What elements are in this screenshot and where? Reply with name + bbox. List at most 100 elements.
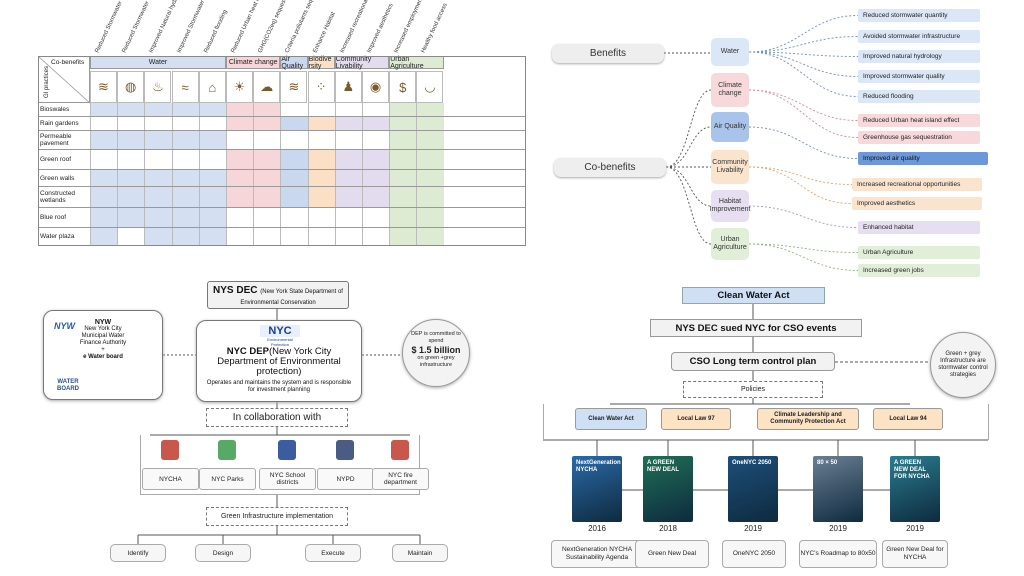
- matrix-cell: [307, 103, 335, 116]
- category-node: Urban Agriculture: [711, 228, 749, 260]
- matrix-cell: [416, 131, 444, 149]
- matrix-cell: [198, 103, 226, 116]
- matrix-cell: [117, 208, 145, 227]
- tree-connectors: [664, 15, 859, 271]
- matrix-cell: [253, 208, 280, 227]
- matrix-cell: [307, 170, 335, 186]
- matrix-cell: [416, 117, 444, 130]
- matrix-cell: [117, 103, 145, 116]
- benefits-label: Benefits: [552, 44, 664, 63]
- matrix-cell: [253, 187, 281, 207]
- matrix-cell: [226, 187, 254, 207]
- matrix-cell: [334, 228, 362, 245]
- gi-impl-box: Green Infrastructure implementation: [206, 507, 348, 526]
- group-header: Urban Agriculture: [389, 56, 444, 70]
- category-node: Community Livability: [711, 150, 749, 184]
- column-icon: ≋: [280, 71, 308, 103]
- matrix-cell: [117, 170, 145, 186]
- matrix-cell: [416, 103, 444, 116]
- matrix-cell: [334, 170, 362, 186]
- matrix-cell: [144, 170, 172, 186]
- water-board-logo: WATER BOARD: [57, 379, 79, 392]
- agency-box: NYC School districts: [259, 468, 316, 490]
- cwa-top-box: Clean Water Act: [682, 287, 825, 304]
- dep-connectors: [137, 309, 421, 544]
- matrix-cell: [90, 103, 118, 116]
- item-connector: [748, 89, 859, 138]
- document-year: 2019: [744, 524, 762, 533]
- matrix-cell: [171, 187, 199, 207]
- matrix-cell: [171, 150, 199, 169]
- matrix-cell: [253, 117, 281, 130]
- matrix-cell: [362, 131, 389, 149]
- row-label: Bioswales: [40, 106, 70, 113]
- matrix-cell: [362, 187, 390, 207]
- matrix-cell: [90, 170, 118, 186]
- matrix-cell: [362, 208, 389, 227]
- document-label: NextGeneration NYCHA Sustainability Agen…: [551, 540, 643, 568]
- category-node: Climate change: [711, 73, 749, 107]
- row-label: Green roof: [40, 156, 72, 163]
- matrix-cell: [90, 187, 118, 207]
- column-header: Reduced Urban heat island effect: [230, 0, 274, 54]
- agency-logo-icon: [391, 440, 409, 460]
- matrix-cell: [362, 117, 390, 130]
- category-connector: [665, 166, 712, 245]
- cover-title: A GREEN NEW DEAL FOR NYCHA: [894, 460, 930, 480]
- matrix-cell: [280, 131, 307, 149]
- matrix-cell: [226, 150, 254, 169]
- row-label: Permeable pavement: [40, 133, 72, 147]
- matrix-cell: [416, 187, 444, 207]
- matrix-cell: [362, 228, 389, 245]
- item-connector: [748, 166, 853, 185]
- group-header: Community Livability: [334, 56, 390, 70]
- row-label: Green walls: [40, 174, 75, 182]
- side-note-circle: Green + grey Infrastructure are stormwat…: [930, 332, 996, 398]
- matrix-row: Blue roof: [38, 208, 526, 228]
- cover-title: NextGeneration NYCHA: [576, 460, 621, 473]
- matrix-cell: [171, 131, 199, 149]
- dep-box: NYC Environmental Protection NYC DEP(New…: [196, 320, 362, 402]
- matrix-cell: [389, 208, 417, 227]
- matrix-cell: [307, 150, 335, 169]
- matrix-cell: [416, 170, 444, 186]
- matrix-cell: [90, 208, 118, 227]
- item-connector: [748, 126, 859, 159]
- matrix-cell: [198, 131, 226, 149]
- matrix-cell: [117, 150, 144, 169]
- column-icon: ≋: [90, 71, 117, 103]
- category-node: Air Quality: [711, 112, 749, 142]
- matrix-cell: [171, 228, 199, 245]
- nyc-logo-sub: Environmental Protection: [267, 337, 293, 347]
- matrix-cell: [226, 117, 254, 130]
- commit-amount: $ 1.5 billion: [411, 345, 461, 355]
- benefit-item: Urban Agriculture: [858, 246, 980, 259]
- collab-label: In collaboration with: [232, 412, 322, 423]
- matrix-row: Water plaza: [38, 228, 526, 246]
- matrix-cell: [117, 131, 145, 149]
- benefit-item: Reduced Urban heat island effect: [858, 114, 980, 127]
- benefit-item: Improved air quality: [858, 152, 988, 165]
- agencies-frame: [140, 435, 420, 495]
- column-icon: $: [389, 71, 417, 103]
- row-label: Blue roof: [40, 214, 67, 221]
- agency-logo-icon: [218, 440, 236, 460]
- document-label: OneNYC 2050: [722, 540, 786, 568]
- commit-bottom: on green +grey infrastructure: [417, 355, 455, 368]
- benefit-item: Greenhouse gas sequestration: [858, 131, 980, 144]
- matrix-cell: [117, 228, 144, 245]
- document-year: 2019: [906, 524, 924, 533]
- matrix-cell: [171, 117, 199, 130]
- document-year: 2019: [829, 524, 847, 533]
- nyc-dep-logo: NYC Environmental Protection: [260, 325, 300, 347]
- benefit-item: Increased recreational opportunities: [852, 178, 982, 191]
- item-connector: [748, 89, 859, 121]
- category-connector: [665, 166, 712, 207]
- matrix-cell: [280, 228, 307, 245]
- benefit-item: Enhanced habitat: [858, 221, 980, 234]
- matrix-cell: [171, 208, 199, 227]
- nyw-text: New York City Municipal Water Finance Au…: [79, 326, 127, 346]
- cso-plan-box: CSO Long term control plan: [671, 352, 835, 371]
- matrix-row: Bioswales: [38, 103, 526, 117]
